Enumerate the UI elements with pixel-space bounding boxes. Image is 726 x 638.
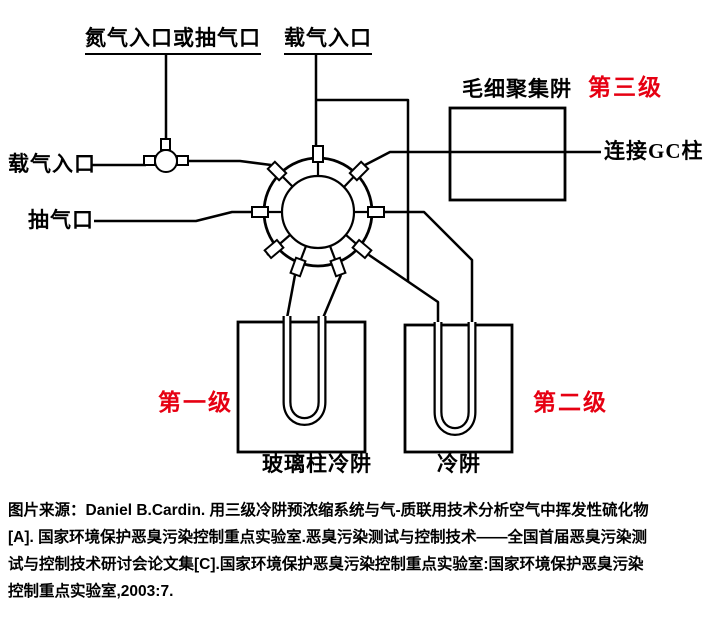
fitting-right-port [176, 155, 189, 166]
valve-ports [251, 145, 385, 278]
valve-port [348, 160, 370, 182]
valve-port [251, 206, 269, 218]
capillary-trap-label: 毛细聚集阱 [462, 77, 572, 101]
valve-to-trap2-left-line [368, 253, 440, 324]
valve-port [351, 238, 373, 260]
inlet-fitting [143, 138, 189, 173]
capillary-trap-box [448, 106, 567, 202]
caption-line: [A]. 国家环境保护恶臭污染控制重点实验室.恶臭污染测试与控制技术——全国首届… [8, 529, 647, 546]
cold-trap-2-box [403, 323, 514, 454]
stage1-label: 第一级 [158, 390, 233, 415]
caption-line: 图片来源：Daniel B.Cardin. 用三级冷阱预浓缩系统与气-质联用技术… [8, 502, 649, 519]
pump-port-label: 抽气口 [28, 208, 94, 232]
caption: 图片来源：Daniel B.Cardin. 用三级冷阱预浓缩系统与气-质联用技术… [8, 497, 722, 605]
pump-port-line [94, 210, 254, 223]
nitrogen-inlet-label: 氮气入口或抽气口 [85, 26, 261, 56]
valve-to-trap1-right-line [321, 274, 343, 319]
diagram-area: 氮气入口或抽气口 载气入口 载气入口 抽气口 毛细聚集阱 第三级 连接GC柱 第… [8, 26, 704, 476]
cold-trap-2-utube [433, 322, 477, 436]
fitting-left-port [143, 155, 156, 166]
cold-trap-1-utube-core [284, 316, 325, 424]
rotary-valve [251, 145, 385, 278]
valve-to-trap2-right-line [385, 210, 474, 324]
caption-line: 控制重点实验室,2003:7. [8, 583, 174, 600]
valve-port [367, 206, 385, 218]
fitting-to-valve-line [188, 159, 272, 167]
gc-column-label: 连接GC柱 [604, 139, 704, 163]
valve-port [263, 238, 285, 260]
valve-to-trap1-left-line [285, 274, 297, 319]
valve-to-gc-line [364, 150, 601, 167]
valve-port [329, 256, 347, 278]
cold-trap-2 [403, 322, 514, 454]
stage2-label: 第二级 [533, 390, 608, 415]
cold-trap-1 [236, 316, 367, 454]
caption-line: 试与控制技术研讨会论文集[C].国家环境保护恶臭污染控制重点实验室:国家环境保护… [8, 556, 644, 573]
valve-rotor-ring [280, 174, 356, 250]
fitting-body [154, 149, 178, 173]
stage3-label: 第三级 [588, 75, 663, 100]
fitting-top-port [160, 138, 171, 151]
valve-port [266, 160, 288, 182]
carrier-gas-left-label: 载气入口 [8, 152, 96, 176]
valve-port [289, 256, 307, 278]
system-diagram [92, 55, 601, 454]
valve-port [312, 145, 324, 163]
tubing-lines [92, 55, 601, 324]
cold-trap-2-utube-core [435, 322, 475, 434]
cold-trap-1-box [236, 320, 367, 454]
carrier-branch-line [316, 98, 410, 281]
glass-trap-label: 玻璃柱冷阱 [262, 452, 372, 476]
cold-trap-1-utube [282, 316, 327, 426]
cold-trap-label: 冷阱 [437, 452, 481, 476]
carrier-gas-top-label: 载气入口 [284, 26, 372, 56]
